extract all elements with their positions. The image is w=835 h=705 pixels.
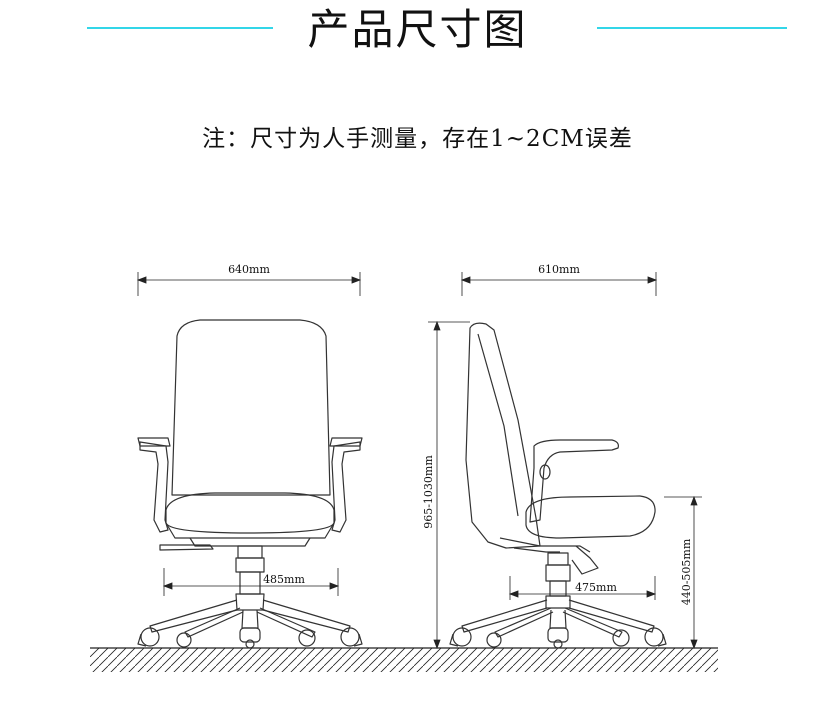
side-depth-label: 610mm	[538, 263, 580, 276]
seat-height-label: 440-505mm	[680, 538, 693, 605]
page-title: 产品尺寸图	[307, 5, 528, 54]
header-left-line	[87, 27, 273, 29]
total-height-label: 965-1030mm	[422, 455, 435, 529]
header-right-line	[597, 27, 787, 29]
header: 产品尺寸图	[0, 0, 835, 70]
side-view-chair	[449, 322, 667, 649]
side-base-dimension	[508, 576, 657, 600]
floor	[90, 647, 718, 672]
measurement-note: 注：尺寸为人手测量，存在1~2CM误差	[202, 126, 633, 152]
front-base-dimension	[162, 568, 340, 596]
total-height-dimension	[428, 320, 470, 650]
side-depth-dimension	[460, 272, 658, 296]
side-base-label: 475mm	[575, 581, 617, 594]
front-view-chair	[137, 319, 363, 649]
seat-height-dimension	[664, 495, 702, 650]
front-width-label: 640mm	[228, 263, 270, 276]
front-base-label: 485mm	[263, 573, 305, 586]
front-width-dimension	[136, 272, 362, 296]
